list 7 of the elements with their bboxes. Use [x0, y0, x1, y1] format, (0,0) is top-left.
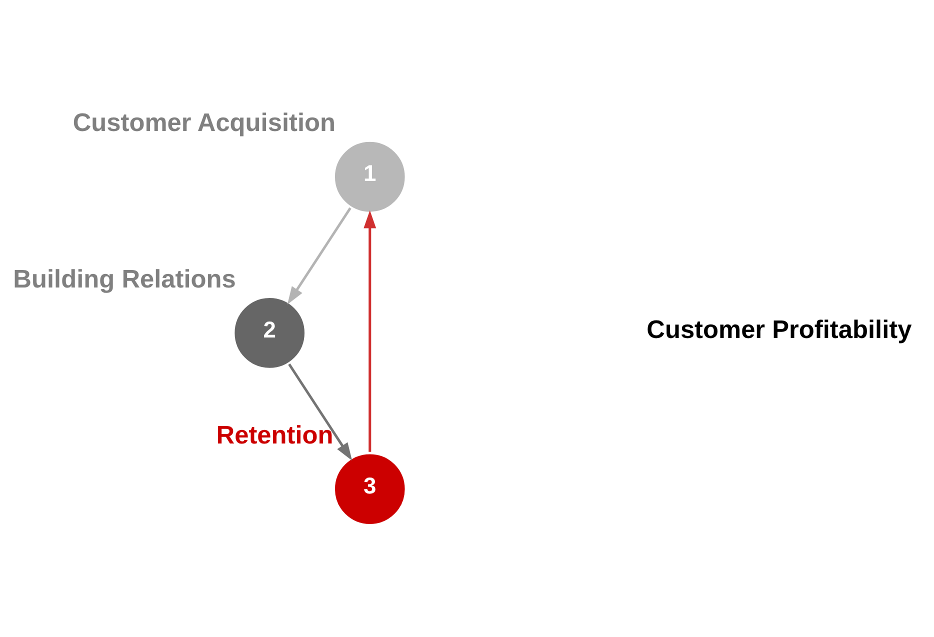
node-label: Customer Acquisition	[72, 108, 336, 137]
arrow	[364, 210, 376, 452]
node-label: Building Relations	[13, 264, 236, 293]
node-label: Retention	[216, 420, 334, 449]
node-text: Customer Profitability	[646, 316, 912, 344]
arrow	[288, 363, 352, 460]
arrow	[287, 206, 352, 304]
